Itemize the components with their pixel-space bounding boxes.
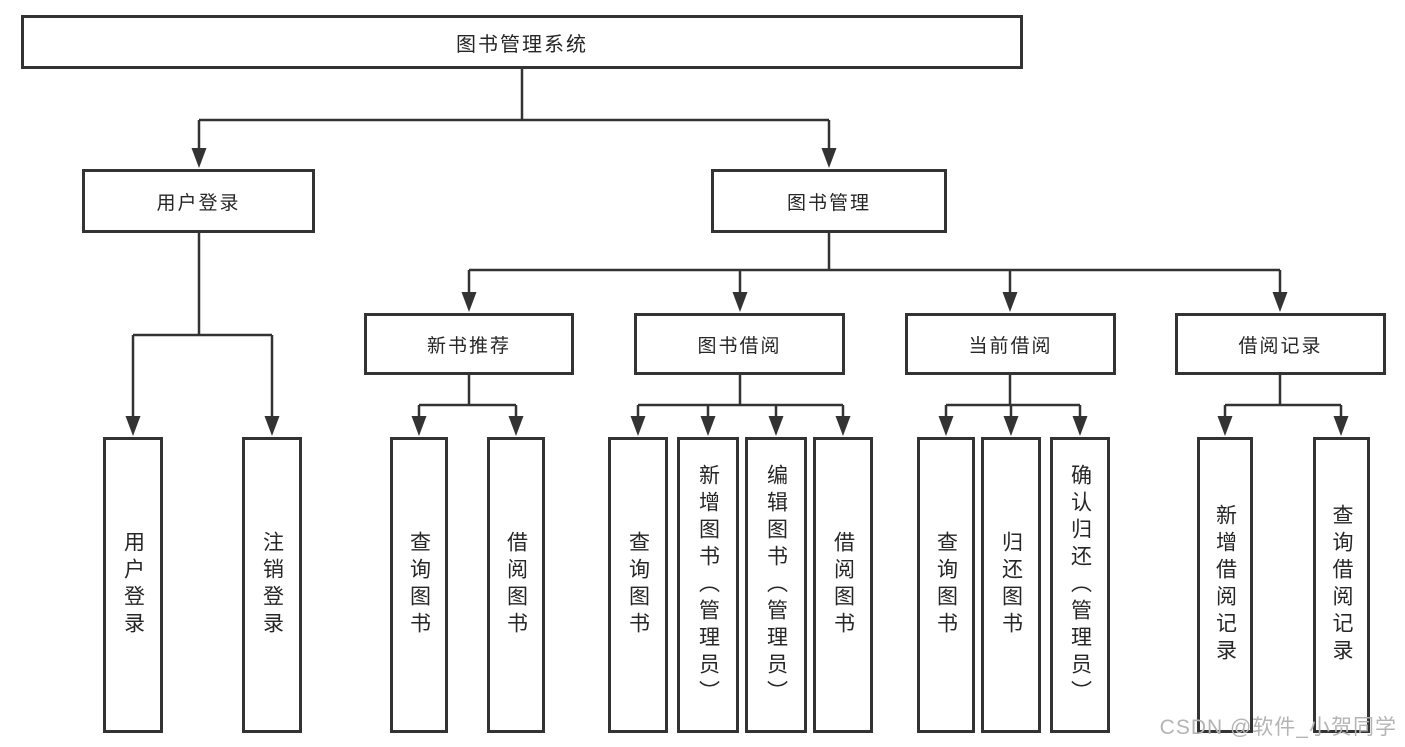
leaf-add-book-admin: 新增图书（管理员） <box>677 437 739 733</box>
node-user-login: 用户登录 <box>82 169 315 233</box>
leaf-user-login: 用户登录 <box>103 437 163 733</box>
leaf-query-books-current: 查询图书 <box>917 437 975 733</box>
leaf-query-books-recommend: 查询图书 <box>390 437 448 733</box>
node-book-management: 图书管理 <box>711 169 947 233</box>
csdn-watermark: CSDN @软件_小贺同学 <box>1159 716 1397 739</box>
leaf-query-books-borrowing: 查询图书 <box>608 437 668 733</box>
leaf-confirm-return-admin: 确认归还（管理员） <box>1050 437 1110 733</box>
node-current-borrowing: 当前借阅 <box>905 313 1116 375</box>
leaf-query-borrow-record: 查询借阅记录 <box>1313 437 1370 733</box>
node-borrowing-records: 借阅记录 <box>1175 313 1386 375</box>
node-book-borrowing: 图书借阅 <box>634 313 845 375</box>
node-library-system: 图书管理系统 <box>21 15 1023 69</box>
arrowhead-icons <box>125 148 1349 436</box>
leaf-return-book: 归还图书 <box>981 437 1041 733</box>
leaf-borrow-books-borrowing: 借阅图书 <box>813 437 873 733</box>
node-new-book-recommendation: 新书推荐 <box>364 313 574 375</box>
leaf-borrow-books-recommend: 借阅图书 <box>487 437 545 733</box>
leaf-add-borrow-record: 新增借阅记录 <box>1197 437 1253 733</box>
leaf-logout: 注销登录 <box>242 437 302 733</box>
leaf-edit-book-admin: 编辑图书（管理员） <box>745 437 807 733</box>
